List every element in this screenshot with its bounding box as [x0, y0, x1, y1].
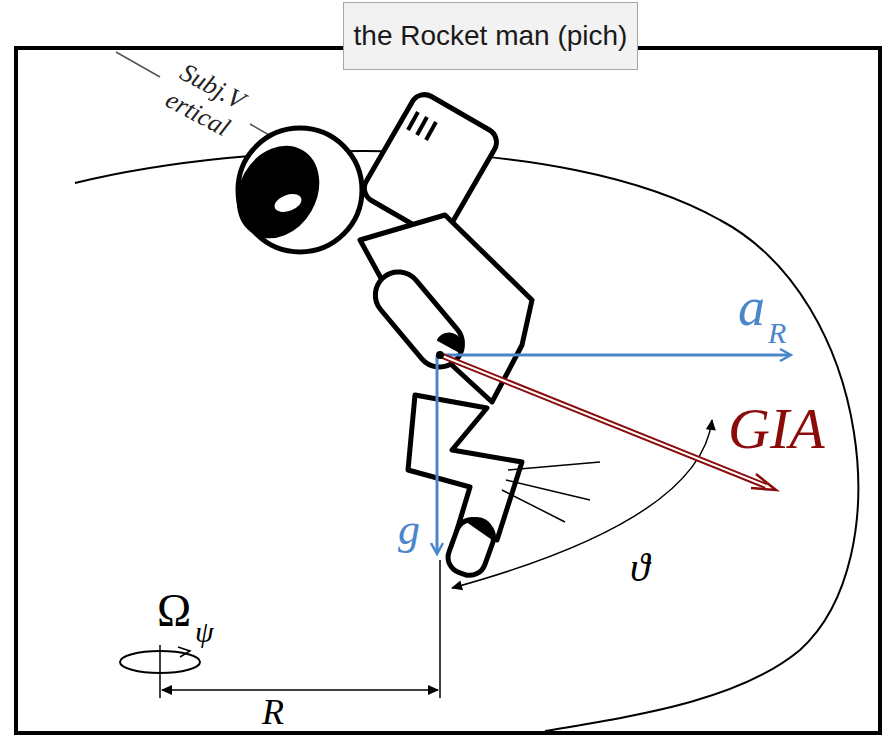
- astronaut-figure-part: [224, 134, 332, 250]
- astronaut-figure-part: [408, 112, 436, 140]
- frame: [16, 48, 880, 733]
- astronaut-figure-part: [438, 333, 462, 352]
- astronaut-figure-part: [408, 395, 522, 540]
- subjective-vertical-label: Subj.V ertical: [160, 56, 249, 143]
- angle-arc: [452, 420, 712, 588]
- rotation-symbol-part: [120, 651, 200, 673]
- gia-label: GIA: [728, 400, 825, 458]
- astronaut-figure-part: [360, 215, 532, 402]
- gia-arrow: [440, 355, 776, 490]
- foot-rays-part: [502, 490, 565, 522]
- astronaut-figure-part-part: [417, 117, 427, 135]
- astronaut-figure-part-part: [408, 112, 418, 130]
- subjective-vertical-line-part: [116, 52, 160, 77]
- radius-label: R: [262, 694, 284, 730]
- foot-rays-part: [508, 462, 600, 470]
- astronaut-figure-part: [464, 514, 498, 540]
- gia-arrow-part: [751, 474, 776, 490]
- radial-acceleration-arrow: [437, 354, 790, 357]
- radius-dimension-part: [162, 689, 438, 691]
- pivot-dot: [436, 351, 444, 359]
- astronaut-figure-part: [272, 191, 304, 216]
- rotation-symbol-part: [159, 645, 161, 698]
- gravity-arrow: [436, 355, 439, 553]
- foot-rays-part: [506, 480, 590, 500]
- acceleration-symbol: a: [738, 280, 765, 334]
- gia-arrow-part: [440, 355, 766, 486]
- angle-label: ϑ: [630, 548, 650, 588]
- title-text: the Rocket man (pich): [354, 20, 628, 52]
- subjective-vertical-line: [116, 52, 285, 144]
- subscript: ψ: [195, 617, 214, 647]
- rotation-symbol-part: [178, 647, 190, 657]
- subscript: R: [768, 318, 786, 348]
- angular-velocity-symbol: Ω: [157, 588, 191, 634]
- radius-dimension: [162, 560, 440, 698]
- radius-dimension-part: [439, 560, 441, 698]
- title-box: the Rocket man (pich): [343, 2, 638, 70]
- gravity-label: g: [398, 508, 420, 552]
- astronaut-figure-part-part: [426, 122, 436, 140]
- orbit-curve: [75, 151, 858, 731]
- foot-rays: [502, 462, 600, 522]
- gia-arrow-part: [440, 355, 766, 486]
- astronaut-figure: [224, 90, 532, 580]
